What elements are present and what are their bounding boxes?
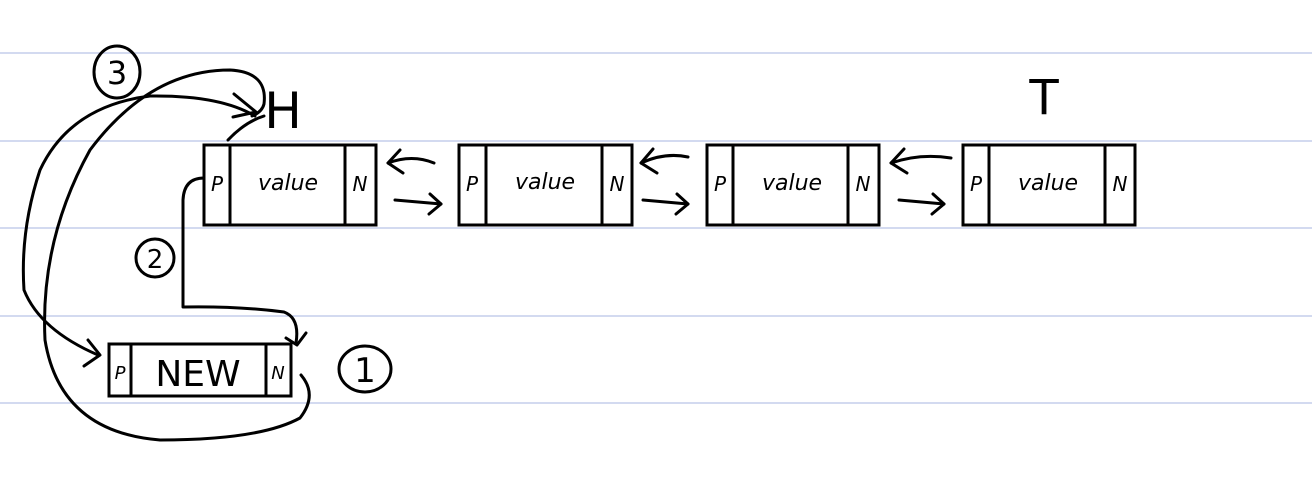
tail-label: T [1028, 70, 1059, 126]
list-node-4: P value N [961, 143, 1137, 227]
step-1-marker: 1 [337, 344, 393, 394]
node-3-next-label: N [856, 172, 871, 196]
node-1-next-label: N [353, 172, 368, 196]
arrow-node2-to-node1-prev [386, 148, 436, 175]
new-node-value-label: NEW [155, 354, 240, 395]
head-label: H [264, 82, 302, 140]
node-1-value-label: value [258, 171, 318, 196]
list-node-3: P value N [705, 143, 881, 227]
step-3-marker: 3 [92, 44, 142, 100]
node-4-prev-label: P [970, 172, 983, 196]
ruled-lines [0, 52, 1312, 404]
step-2-marker: 2 [134, 237, 176, 279]
node-3-value-label: value [762, 171, 822, 196]
node-2-next-label: N [610, 172, 625, 196]
list-node-2: P value N [457, 143, 634, 227]
list-node-1: P value N [202, 143, 378, 227]
new-node-prev-label: P [115, 363, 126, 384]
node-4-value-label: value [1018, 171, 1078, 196]
tail-marker: T [1028, 70, 1059, 126]
connector-step-2 [181, 176, 308, 347]
new-node-next-label: N [271, 363, 284, 384]
arrow-node3-to-node2-prev [639, 147, 690, 175]
connector-step-3-to-new-prev [21, 94, 257, 368]
connector-step-3-to-head [43, 68, 311, 442]
node-4-next-label: N [1113, 172, 1128, 196]
step-3-label: 3 [107, 54, 127, 92]
new-node: P NEW N [107, 342, 293, 398]
head-marker: H [226, 82, 302, 142]
node-3-prev-label: P [714, 172, 727, 196]
step-2-label: 2 [147, 245, 164, 275]
node-1-prev-label: P [211, 172, 224, 196]
arrow-node4-to-node3-prev [889, 147, 953, 175]
arrow-node3-to-node4-next [897, 192, 946, 216]
step-1-label: 1 [354, 351, 376, 391]
node-2-prev-label: P [466, 172, 479, 196]
node-2-value-label: value [515, 170, 575, 195]
arrow-node2-to-node3-next [641, 192, 690, 216]
arrow-node1-to-node2-next [393, 192, 443, 216]
